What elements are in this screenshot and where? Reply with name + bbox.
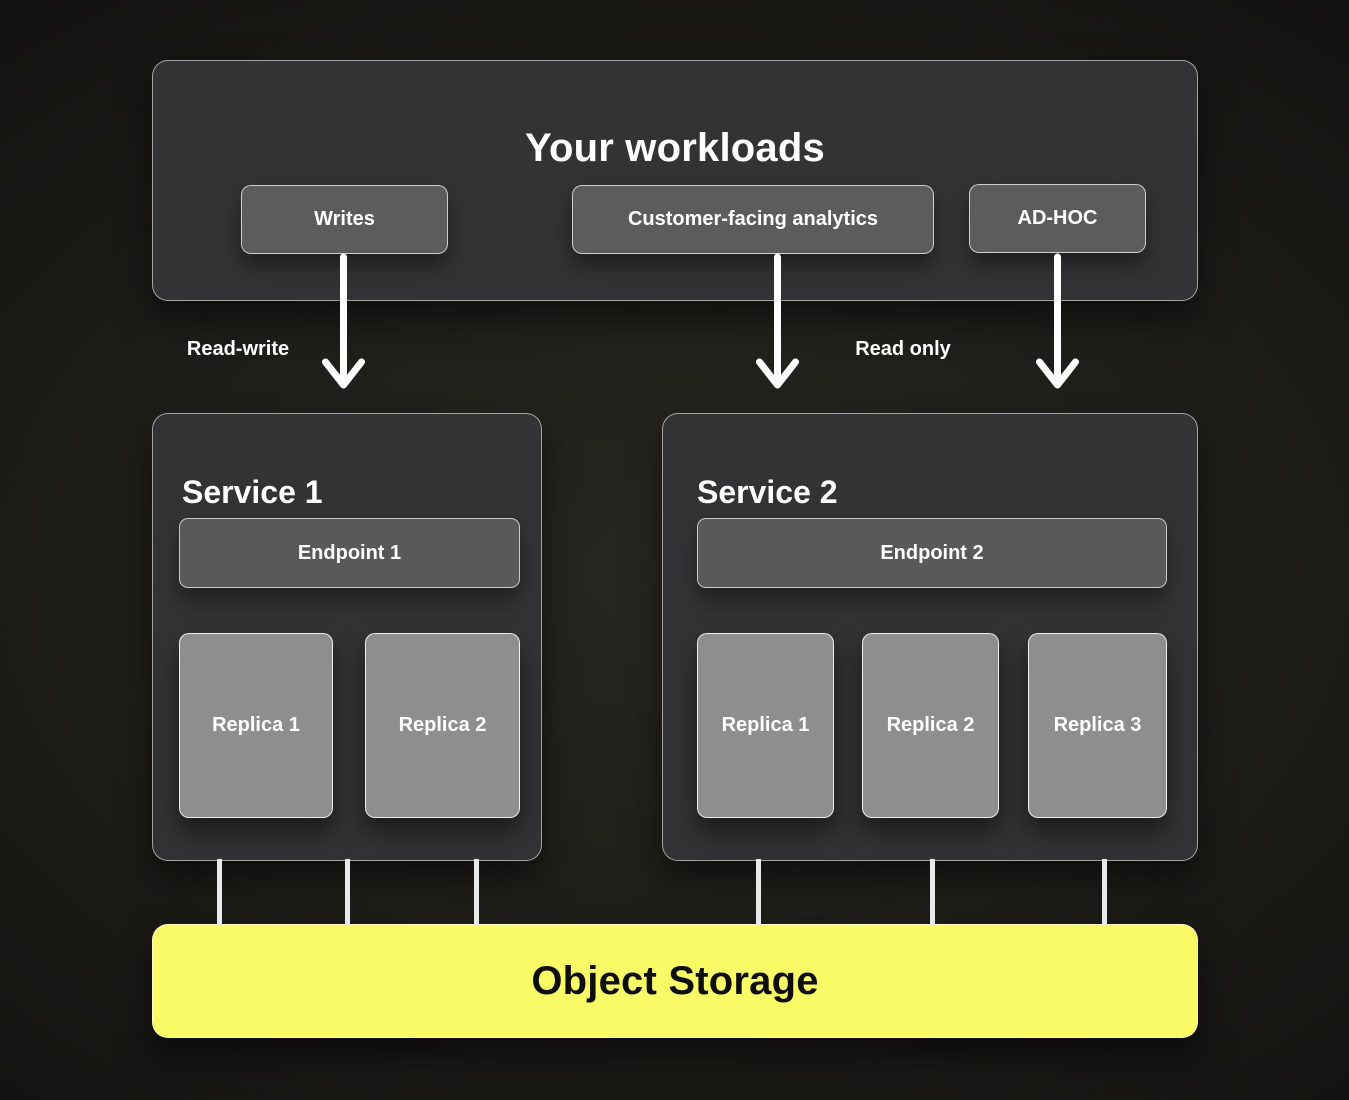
workload-chip-customer-facing-analytics: Customer-facing analytics <box>572 185 934 254</box>
service-2-panel: Service 2 Endpoint 2 Replica 1 Replica 2… <box>662 413 1198 861</box>
service-2-replica-1: Replica 1 <box>697 633 834 818</box>
object-storage-label: Object Storage <box>531 958 819 1003</box>
service-2-title: Service 2 <box>697 473 838 510</box>
read-write-label: Read-write <box>186 338 290 360</box>
service-1-panel: Service 1 Endpoint 1 Replica 1 Replica 2 <box>152 413 542 861</box>
workload-chip-ad-hoc: AD-HOC <box>969 184 1146 253</box>
workloads-title: Your workloads <box>525 125 825 170</box>
service-1-replica-1: Replica 1 <box>179 633 333 818</box>
read-only-label: Read only <box>855 338 951 360</box>
service-2-storage-connectors <box>756 859 1107 925</box>
service-2-replica-2: Replica 2 <box>862 633 999 818</box>
service-1-title: Service 1 <box>182 473 323 510</box>
service-1-replica-2: Replica 2 <box>365 633 520 818</box>
workload-chip-writes: Writes <box>241 185 448 254</box>
service-1-storage-connectors <box>217 859 479 925</box>
object-storage-bar: Object Storage <box>152 924 1198 1038</box>
workloads-panel: Your workloads Writes Customer-facing an… <box>152 60 1198 301</box>
service-1-endpoint: Endpoint 1 <box>179 518 520 588</box>
service-2-replica-3: Replica 3 <box>1028 633 1167 818</box>
service-2-endpoint: Endpoint 2 <box>697 518 1167 588</box>
